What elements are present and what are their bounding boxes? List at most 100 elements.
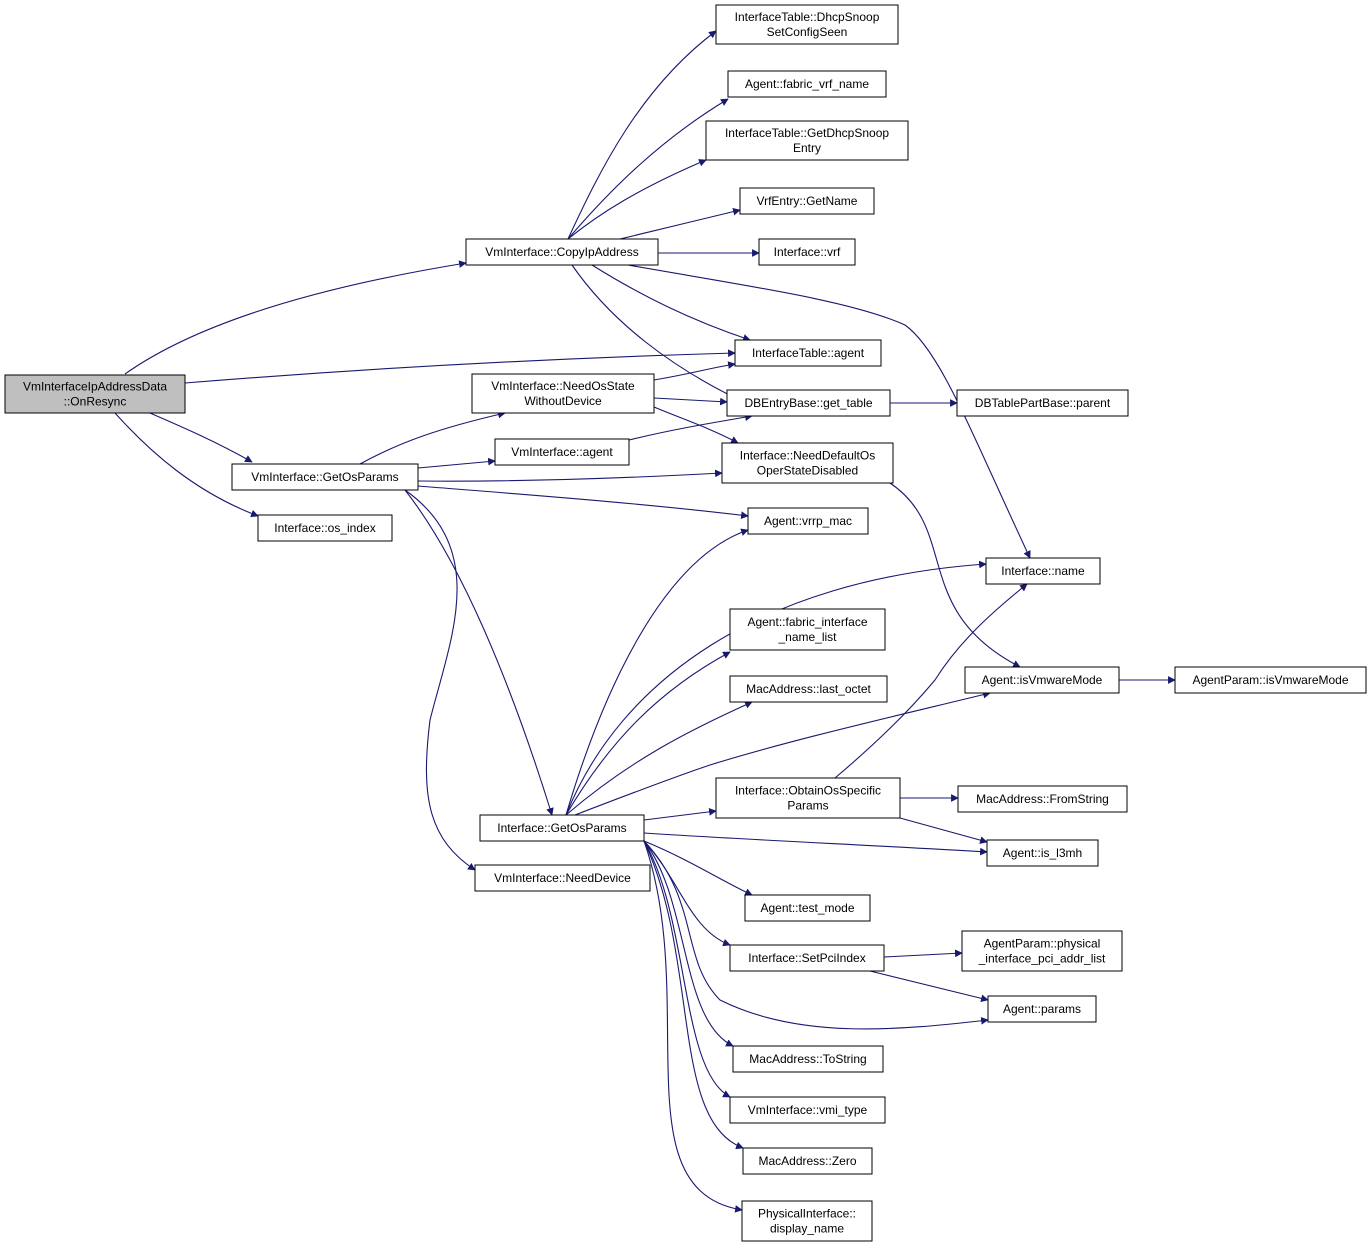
node-label: _name_list bbox=[777, 630, 837, 644]
node-label: Interface::vrf bbox=[774, 245, 841, 259]
node-dispname[interactable]: PhysicalInterface::display_name bbox=[741, 1200, 873, 1242]
edge-ifgetos-to-testmode bbox=[643, 840, 753, 896]
node-fabricvrf[interactable]: Agent::fabric_vrf_name bbox=[727, 70, 887, 98]
node-root[interactable]: VmInterfaceIpAddressData::OnResync bbox=[4, 374, 186, 414]
node-copyip[interactable]: VmInterface::CopyIpAddress bbox=[465, 238, 659, 266]
node-vmgetos[interactable]: VmInterface::GetOsParams bbox=[231, 463, 419, 491]
node-box bbox=[741, 1200, 873, 1242]
node-box bbox=[964, 666, 1120, 694]
node-setpci[interactable]: Interface::SetPciIndex bbox=[729, 944, 885, 972]
node-needdev[interactable]: VmInterface::NeedDevice bbox=[474, 864, 651, 892]
edge-ifgetos-to-ifname bbox=[565, 560, 987, 816]
node-box bbox=[471, 373, 655, 414]
edge-ifgetos-to-fabricif bbox=[565, 651, 731, 816]
node-label: Agent::fabric_interface bbox=[747, 615, 867, 629]
edge-ifgetos-to-obtain bbox=[643, 808, 717, 821]
edge-copyip-to-dhcpget bbox=[567, 159, 707, 240]
node-box bbox=[715, 777, 901, 819]
node-isl3mh[interactable]: Agent::is_l3mh bbox=[986, 839, 1099, 867]
edge-needos-to-itagent bbox=[653, 361, 736, 381]
node-physpci[interactable]: AgentParam::physical_interface_pci_addr_… bbox=[961, 930, 1123, 972]
node-label: DBEntryBase::get_table bbox=[744, 396, 872, 410]
node-itagent[interactable]: InterfaceTable::agent bbox=[734, 339, 882, 367]
node-box bbox=[758, 238, 856, 266]
node-ifvrf[interactable]: Interface::vrf bbox=[758, 238, 856, 266]
node-label: Agent::test_mode bbox=[760, 901, 854, 915]
node-box bbox=[729, 675, 888, 703]
node-gettable[interactable]: DBEntryBase::get_table bbox=[726, 389, 891, 417]
edge-root-to-vmgetos bbox=[149, 412, 253, 463]
edge-vmagent-to-gettable bbox=[628, 413, 753, 441]
node-params[interactable]: Agent::params bbox=[987, 995, 1097, 1023]
node-label: PhysicalInterface:: bbox=[758, 1207, 856, 1221]
node-vrfname[interactable]: VrfEntry::GetName bbox=[739, 187, 875, 215]
node-label: _interface_pci_addr_list bbox=[978, 952, 1106, 966]
edge-copyip-to-dhcpset bbox=[567, 30, 717, 240]
node-label: DBTablePartBase::parent bbox=[975, 396, 1111, 410]
node-label: InterfaceTable::agent bbox=[752, 346, 865, 360]
node-label: WithoutDevice bbox=[524, 394, 602, 408]
node-label: VmInterfaceIpAddressData bbox=[23, 380, 167, 394]
node-vrrp[interactable]: Agent::vrrp_mac bbox=[747, 507, 869, 535]
edge-vmgetos-to-ifgetos bbox=[404, 489, 554, 816]
node-box bbox=[474, 864, 651, 892]
node-osindex[interactable]: Interface::os_index bbox=[257, 514, 393, 542]
edge-root-to-copyip bbox=[124, 260, 467, 375]
node-label: display_name bbox=[770, 1222, 844, 1236]
edge-vmgetos-to-vmagent bbox=[417, 457, 496, 469]
node-zero[interactable]: MacAddress::Zero bbox=[742, 1147, 873, 1175]
node-label: Interface::GetOsParams bbox=[497, 821, 626, 835]
edge-copyip-to-vrfname bbox=[619, 207, 741, 240]
node-testmode[interactable]: Agent::test_mode bbox=[744, 894, 871, 922]
node-label: Agent::vrrp_mac bbox=[764, 514, 852, 528]
node-box bbox=[961, 930, 1123, 972]
node-label: MacAddress::Zero bbox=[758, 1154, 856, 1168]
node-box bbox=[231, 463, 419, 491]
node-fabricif[interactable]: Agent::fabric_interface_name_list bbox=[729, 608, 886, 651]
edge-copyip-to-itagent bbox=[591, 264, 751, 342]
node-needdef[interactable]: Interface::NeedDefaultOsOperStateDisable… bbox=[721, 442, 894, 484]
node-fromstr[interactable]: MacAddress::FromString bbox=[957, 785, 1128, 813]
node-lastoct[interactable]: MacAddress::last_octet bbox=[729, 675, 888, 703]
node-label: InterfaceTable::DhcpSnoop bbox=[735, 10, 880, 24]
node-parent[interactable]: DBTablePartBase::parent bbox=[956, 389, 1129, 417]
node-box bbox=[1174, 666, 1367, 694]
node-apvm[interactable]: AgentParam::isVmwareMode bbox=[1174, 666, 1367, 694]
node-box bbox=[732, 1045, 884, 1073]
edge-ifgetos-to-zero bbox=[643, 840, 744, 1150]
node-box bbox=[465, 238, 659, 266]
node-ifgetos[interactable]: Interface::GetOsParams bbox=[479, 814, 645, 842]
node-label: VmInterface::vmi_type bbox=[748, 1103, 868, 1117]
node-vmitype[interactable]: VmInterface::vmi_type bbox=[729, 1096, 886, 1124]
node-label: Interface::SetPciIndex bbox=[748, 951, 865, 965]
node-box bbox=[4, 374, 186, 414]
edge-needos-to-needdef bbox=[653, 406, 739, 444]
node-label: Interface::NeedDefaultOs bbox=[740, 449, 875, 463]
node-label: VmInterface::CopyIpAddress bbox=[485, 245, 638, 259]
node-label: ::OnResync bbox=[64, 395, 127, 409]
edge-vmgetos-to-needos bbox=[359, 410, 506, 465]
node-label: VmInterface::NeedOsState bbox=[491, 379, 635, 393]
edge-ifgetos-to-lastoct bbox=[565, 701, 753, 816]
node-box bbox=[956, 389, 1129, 417]
node-box bbox=[987, 995, 1097, 1023]
node-box bbox=[986, 839, 1099, 867]
node-tostr[interactable]: MacAddress::ToString bbox=[732, 1045, 884, 1073]
node-box bbox=[721, 442, 894, 484]
edge-copyip-to-fabricvrf bbox=[567, 98, 729, 240]
edge-needos-to-gettable bbox=[653, 397, 728, 406]
edge-vmgetos-to-needdev bbox=[404, 489, 476, 871]
node-ifname[interactable]: Interface::name bbox=[985, 557, 1101, 585]
node-box bbox=[715, 4, 899, 45]
node-isvm[interactable]: Agent::isVmwareMode bbox=[964, 666, 1120, 694]
node-vmagent[interactable]: VmInterface::agent bbox=[494, 438, 630, 466]
node-label: AgentParam::physical bbox=[984, 937, 1101, 951]
node-box bbox=[734, 339, 882, 367]
node-label: Agent::fabric_vrf_name bbox=[745, 77, 869, 91]
node-box bbox=[479, 814, 645, 842]
edge-ifgetos-to-dispname bbox=[643, 840, 743, 1213]
